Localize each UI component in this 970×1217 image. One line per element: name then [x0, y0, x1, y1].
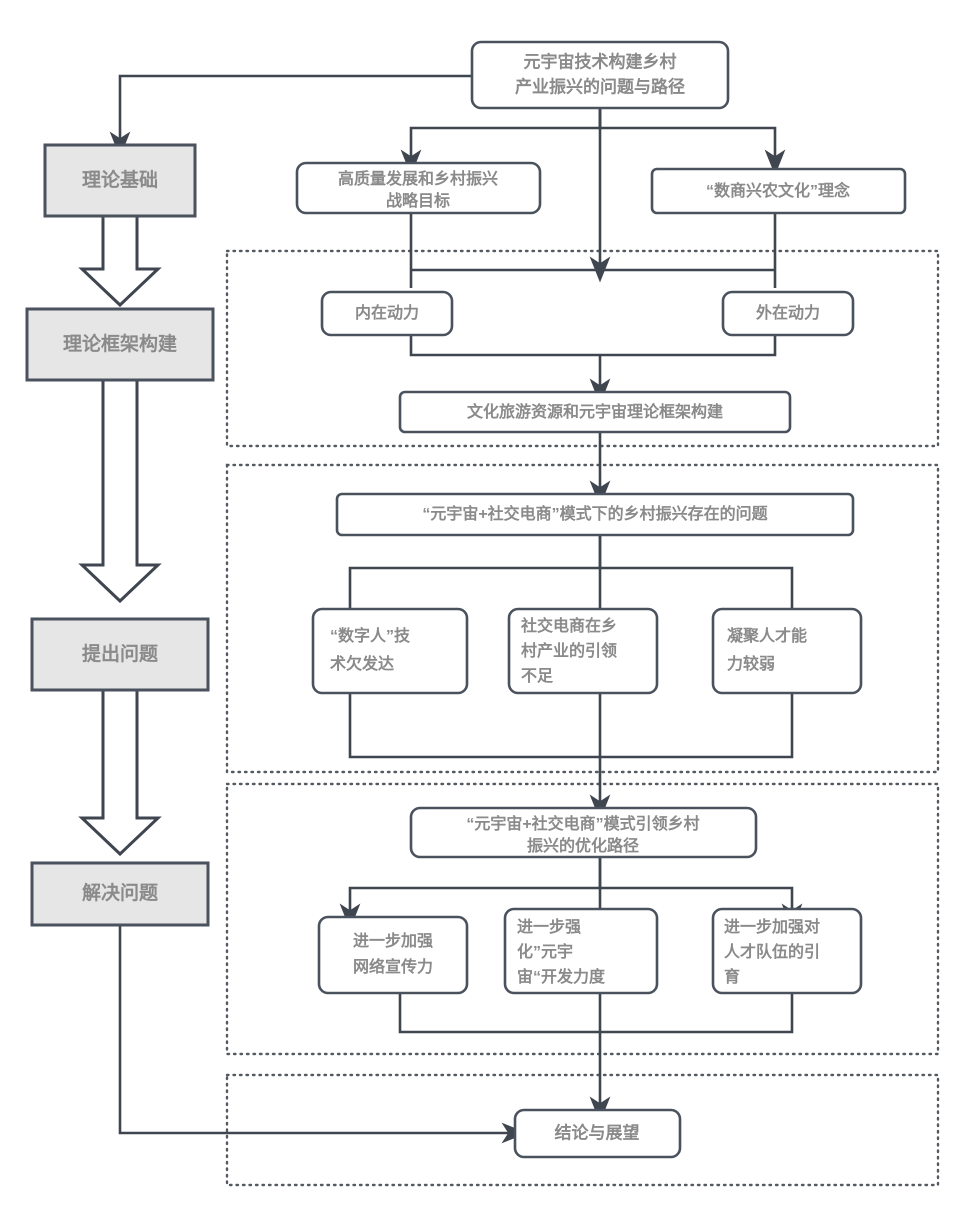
box-solution-3-line-2: 人才队伍的引: [724, 942, 820, 961]
connector-solutions-converge: [398, 993, 794, 1034]
box-internal-driver-rect[interactable]: [320, 290, 454, 337]
box-framework-build-label: 文化旅游资源和元宇宙理论框架构建: [467, 402, 723, 421]
stage-theory-framework-label: 理论框架构建: [63, 332, 177, 355]
group-solutions-border: [225, 782, 940, 1056]
node-box-problems-header[interactable]: “元宇宙+社交电商”模式下的乡村振兴存在的问题: [335, 492, 855, 537]
node-stage-theory-framework[interactable]: 理论框架构建: [25, 307, 215, 382]
box-high-quality-line-1: 高质量发展和乡村振兴: [338, 169, 498, 188]
root-title-box[interactable]: [470, 40, 730, 110]
node-box-problem-3[interactable]: 凝聚人才能 力较弱: [711, 607, 863, 695]
stage-raise-problem-box[interactable]: [30, 617, 210, 692]
stage-solve-problem-box[interactable]: [30, 861, 210, 927]
box-problem-2-line-2: 村产业的引领: [521, 641, 617, 660]
box-problems-header-rect[interactable]: [335, 492, 855, 537]
box-solutions-header-line-2: 振兴的优化路径: [527, 836, 639, 855]
box-internal-driver-label: 内在动力: [355, 303, 419, 322]
node-box-solution-2[interactable]: 进一步强 化”元宇 宙“开发力度: [503, 907, 659, 995]
box-solutions-header-line-1: “元宇宙+社交电商”模式引领乡村: [466, 814, 699, 833]
box-solution-2-rect[interactable]: [503, 907, 659, 995]
connector-problems-branch-right: [600, 566, 794, 609]
box-solution-1-rect[interactable]: [317, 915, 469, 995]
node-box-internal-driver[interactable]: 内在动力: [320, 290, 454, 337]
node-box-solution-1[interactable]: 进一步加强 网络宣传力: [317, 915, 469, 995]
box-external-driver-rect[interactable]: [721, 290, 855, 337]
box-framework-build-rect[interactable]: [398, 390, 792, 434]
node-stage-solve-problem[interactable]: 解决问题: [30, 861, 210, 927]
box-problem-3-line-1: 凝聚人才能: [727, 626, 807, 645]
node-box-solution-3[interactable]: 进一步加强对 人才队伍的引 育: [711, 907, 863, 995]
box-problem-2-rect[interactable]: [507, 607, 659, 695]
connector-title-to-theory-basis: [109, 74, 472, 158]
root-title-line-1: 元宇宙技术构建乡村: [524, 51, 677, 71]
node-stage-theory-basis[interactable]: 理论基础: [43, 143, 197, 218]
connector-internal-driver-down: [409, 335, 777, 357]
block-arrow-framework-to-raise: [78, 378, 162, 604]
node-box-digital-commerce[interactable]: “数商兴农文化”理念: [650, 167, 907, 215]
box-solution-1-line-1: 进一步加强: [353, 931, 433, 950]
box-problem-1-line-2: 术欠发达: [329, 654, 394, 673]
box-conclusion-rect[interactable]: [513, 1108, 682, 1159]
root-title-line-2: 产业振兴的问题与路径: [515, 76, 685, 96]
stage-theory-basis-box[interactable]: [43, 143, 197, 218]
box-high-quality-line-2: 战略目标: [386, 191, 450, 210]
box-solution-3-line-3: 育: [724, 967, 740, 986]
node-box-external-driver[interactable]: 外在动力: [721, 290, 855, 337]
box-external-driver-label: 外在动力: [755, 303, 820, 322]
stage-theory-basis-label: 理论基础: [82, 168, 158, 191]
box-digital-commerce-rect[interactable]: [650, 167, 907, 215]
node-stage-raise-problem[interactable]: 提出问题: [30, 617, 210, 692]
connector-solutions-branch-right: [600, 886, 803, 930]
block-arrow-basis-to-framework: [78, 214, 162, 308]
connector-solve-to-conclusion: [118, 925, 528, 1144]
box-solution-2-line-3: 宙“开发力度: [517, 967, 606, 986]
group-problems-border: [225, 463, 940, 774]
box-problem-3-line-2: 力较弱: [727, 654, 775, 673]
connector-problems-converge: [348, 693, 794, 759]
box-problem-2-line-3: 不足: [521, 667, 554, 685]
box-solution-2-line-2: 化”元宇: [517, 942, 573, 961]
group-theory-framework-border: [225, 249, 940, 448]
group-conclusion-border: [225, 1073, 940, 1187]
block-arrow-raise-to-solve: [78, 688, 162, 857]
box-problem-2-line-1: 社交电商在乡: [520, 616, 617, 635]
node-box-framework-build[interactable]: 文化旅游资源和元宇宙理论框架构建: [398, 390, 792, 434]
node-box-conclusion[interactable]: 结论与展望: [513, 1108, 682, 1159]
box-solution-2-line-1: 进一步强: [517, 917, 581, 936]
box-solution-3-rect[interactable]: [711, 907, 863, 995]
stage-raise-problem-label: 提出问题: [82, 642, 158, 665]
node-box-solutions-header[interactable]: “元宇宙+社交电商”模式引领乡村 振兴的优化路径: [409, 806, 758, 859]
box-conclusion-label: 结论与展望: [555, 1122, 640, 1142]
box-digital-commerce-line-1: “数商兴农文化”理念: [706, 181, 851, 200]
node-root-title[interactable]: 元宇宙技术构建乡村 产业振兴的问题与路径: [470, 40, 730, 110]
box-high-quality-rect[interactable]: [295, 161, 542, 215]
box-solutions-header-rect[interactable]: [409, 806, 758, 859]
node-box-high-quality[interactable]: 高质量发展和乡村振兴 战略目标: [295, 161, 542, 215]
box-solution-1-line-2: 网络宣传力: [353, 957, 433, 976]
box-solution-3-line-1: 进一步加强对: [724, 917, 820, 936]
box-problem-3-rect[interactable]: [711, 607, 863, 695]
box-problem-1-rect[interactable]: [311, 607, 469, 695]
stage-solve-problem-label: 解决问题: [82, 881, 158, 904]
box-problem-1-line-1: “数字人”技: [330, 626, 411, 645]
node-box-problem-1[interactable]: “数字人”技 术欠发达: [311, 607, 469, 695]
stage-theory-framework-box[interactable]: [25, 307, 215, 382]
box-problems-header-label: “元宇宙+社交电商”模式下的乡村振兴存在的问题: [422, 504, 768, 523]
node-box-problem-2[interactable]: 社交电商在乡 村产业的引领 不足: [507, 607, 659, 695]
